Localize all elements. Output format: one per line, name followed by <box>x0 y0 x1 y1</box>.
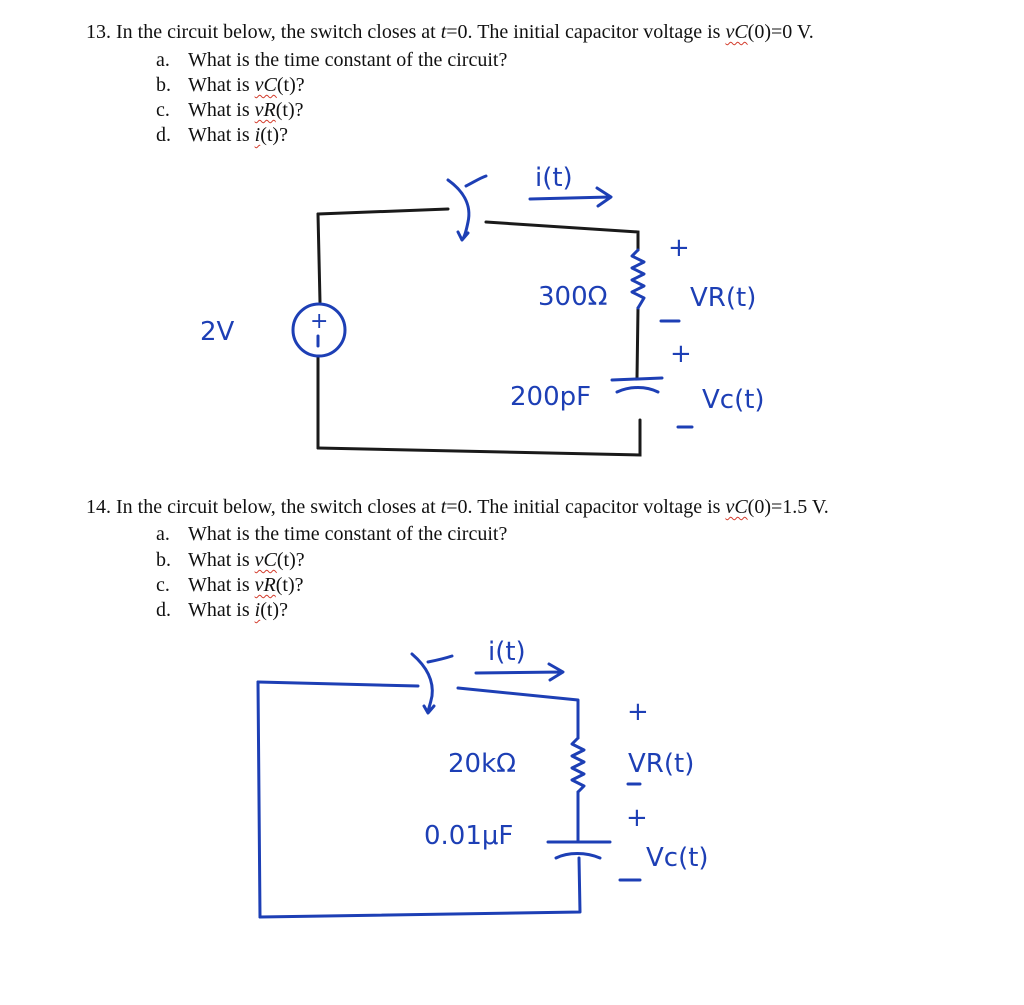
question-letter: d. <box>156 599 171 621</box>
question-14a: a. What is the time constant of the circu… <box>156 522 507 546</box>
question-variable: vR <box>254 574 276 596</box>
stem-text: (0)=1.5 V. <box>747 496 829 518</box>
wire-bottom <box>316 418 642 457</box>
question-text: (t)? <box>260 124 288 146</box>
question-13b: b. What is vC(t)? <box>156 73 305 97</box>
vc-plus: + <box>626 803 648 833</box>
resistor-symbol <box>570 736 586 794</box>
question-14c: c. What is vR(t)? <box>156 573 304 597</box>
question-text: (t)? <box>276 549 305 571</box>
resistor-label: 20kΩ <box>448 749 516 779</box>
question-text: What is the time constant of the circuit… <box>188 523 508 545</box>
circuit-14-diagram: i(t) 20kΩ + VR(t) 0.01μF + Vc(t) <box>256 637 709 919</box>
current-label: i(t) <box>488 637 526 667</box>
question-letter: b. <box>156 74 171 96</box>
question-text: (t)? <box>260 599 288 621</box>
question-14d: d. What is i(t)? <box>156 598 288 622</box>
capacitor-voltage-variable: vC <box>725 496 748 518</box>
question-variable: vC <box>254 549 277 571</box>
current-arrow <box>474 662 565 682</box>
problem-14-stem: 14. In the circuit below, the switch clo… <box>86 495 829 519</box>
question-letter: d. <box>156 124 171 146</box>
voltage-source-circle <box>291 302 347 358</box>
resistor-label: 300Ω <box>538 282 608 312</box>
capacitor-symbol <box>610 376 664 394</box>
wire-resistor-capacitor <box>635 306 640 380</box>
switch-symbol <box>446 174 488 242</box>
question-13c: c. What is vR(t)? <box>156 98 304 122</box>
wire-top-left <box>256 680 420 688</box>
question-variable: vR <box>254 99 276 121</box>
question-letter: a. <box>156 523 170 545</box>
capacitor-label: 200pF <box>510 382 591 412</box>
problem-13-stem: 13. In the circuit below, the switch clo… <box>86 20 814 44</box>
question-variable: vC <box>254 74 277 96</box>
source-label: 2V <box>200 317 235 347</box>
switch-symbol <box>410 652 454 715</box>
capacitor-label: 0.01μF <box>424 821 513 851</box>
capacitor-voltage-variable: vC <box>725 21 748 43</box>
question-text: (t)? <box>275 99 304 121</box>
stem-text: =0. The initial capacitor voltage is <box>446 496 726 518</box>
wire-bottom <box>258 856 582 919</box>
question-text: What is <box>188 99 255 121</box>
question-14b: b. What is vC(t)? <box>156 548 305 572</box>
question-text: What is <box>188 549 255 571</box>
question-13a: a. What is the time constant of the circu… <box>156 48 507 72</box>
question-text: (t)? <box>275 574 304 596</box>
question-variable: i <box>254 599 261 621</box>
question-letter: c. <box>156 99 170 121</box>
wire-top-right <box>456 686 580 740</box>
question-13d: d. What is i(t)? <box>156 123 288 147</box>
wire-left <box>256 680 262 919</box>
stem-text: In the circuit below, the switch closes … <box>116 21 441 43</box>
vc-plus: + <box>670 339 692 369</box>
question-text: What is <box>188 574 255 596</box>
stem-text: =0. The initial capacitor voltage is <box>446 21 726 43</box>
circuit-13-diagram: i(t) + 2V 300Ω + VR(t) 200pF + Vc(t) <box>200 163 765 457</box>
question-text: What is the time constant of the circuit… <box>188 49 508 71</box>
problem-number: 13. <box>86 21 111 43</box>
question-letter: b. <box>156 549 171 571</box>
time-variable: t <box>440 496 447 518</box>
wire-top-left <box>316 207 450 216</box>
time-variable: t <box>440 21 447 43</box>
vr-label: VR(t) <box>628 749 694 779</box>
vr-plus: + <box>627 697 649 727</box>
question-letter: c. <box>156 574 170 596</box>
current-arrow <box>528 186 613 208</box>
wire-top-right <box>484 220 640 252</box>
current-label: i(t) <box>535 163 573 193</box>
vc-label: Vc(t) <box>702 385 765 415</box>
question-text: (t)? <box>276 74 305 96</box>
capacitor-symbol <box>546 840 612 860</box>
question-text: What is <box>188 74 255 96</box>
vc-label: Vc(t) <box>646 843 709 873</box>
stem-text: (0)=0 V. <box>747 21 814 43</box>
wire-left-upper <box>316 212 322 304</box>
vr-plus: + <box>668 233 690 263</box>
question-text: What is <box>188 599 255 621</box>
problem-number: 14. <box>86 496 111 518</box>
question-variable: i <box>254 124 261 146</box>
resistor-symbol <box>630 248 646 310</box>
source-plus: + <box>310 309 328 334</box>
stem-text: In the circuit below, the switch closes … <box>116 496 441 518</box>
vr-label: VR(t) <box>690 283 756 313</box>
question-text: What is <box>188 124 255 146</box>
question-letter: a. <box>156 49 170 71</box>
